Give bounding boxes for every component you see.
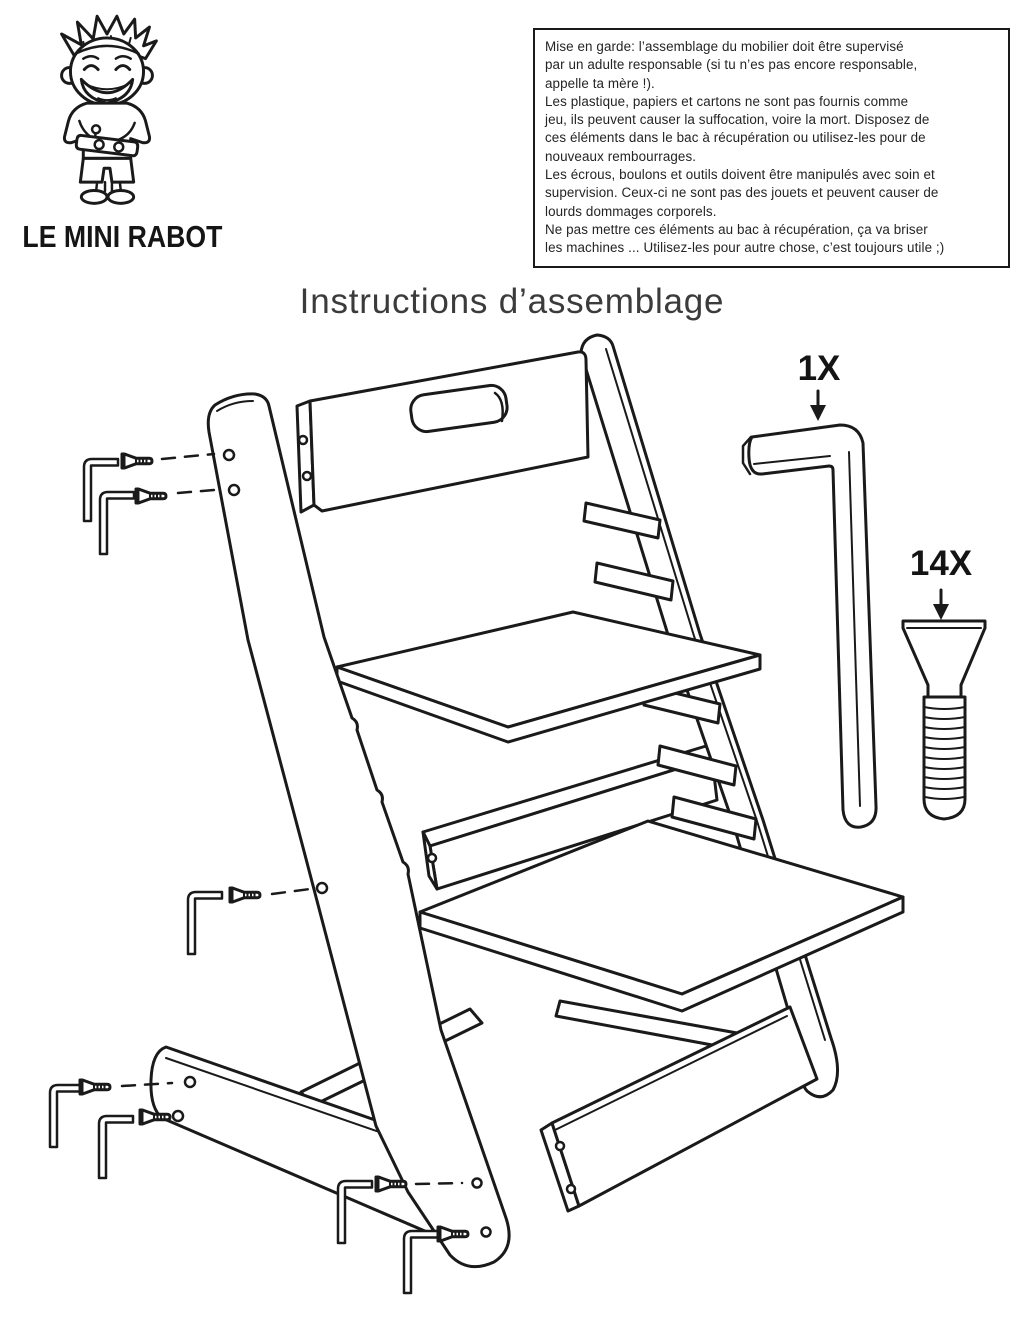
- screw-icon: [78, 1078, 112, 1096]
- allen-key-icon: [402, 1229, 440, 1295]
- backrest-handle-cutout: [409, 383, 509, 434]
- warning-line: nouveaux rembourrages.: [545, 148, 697, 164]
- warning-line: Les plastique, papiers et cartons ne son…: [545, 93, 909, 109]
- screw-large-icon: [901, 619, 987, 821]
- footrest-panel: [418, 819, 905, 1013]
- warning-line: jeu, ils peuvent causer la suffocation, …: [545, 112, 930, 128]
- warning-line: Les écrous, boulons et outils doivent êt…: [545, 167, 935, 183]
- front-cross-rail: [421, 744, 719, 891]
- screw-icon: [120, 452, 154, 470]
- boy-eyes: [82, 64, 132, 72]
- allen-key-icon: [98, 490, 136, 556]
- screw-count-label: 14X: [909, 544, 973, 583]
- screw-icon: [134, 487, 168, 505]
- warning-line: Ne pas mettre ces éléments au bac à récu…: [545, 221, 928, 237]
- down-arrow-icon: [810, 389, 826, 421]
- page-title: Instructions d’assemblage: [299, 282, 725, 321]
- warning-line: lourds dommages corporels.: [545, 203, 717, 219]
- leader-dashes: [120, 452, 464, 1186]
- rear-brace: [539, 1005, 819, 1213]
- boy-mouth: [79, 77, 135, 105]
- warning-line: ces éléments dans le bac à récupération …: [545, 130, 926, 146]
- mini-rabot-boy-illustration: [60, 14, 158, 205]
- allen-key-icon: [186, 890, 224, 956]
- warning-line: appelle ta mère !).: [545, 75, 655, 91]
- allen-key-large-icon: [741, 423, 878, 829]
- warning-line: par un adulte responsable (si tu n’es pa…: [545, 57, 918, 73]
- boy-shorts: [78, 156, 136, 184]
- down-arrow-icon: [933, 588, 949, 620]
- hand-plane-icon: [74, 124, 140, 158]
- seat-panel: [335, 610, 762, 744]
- warning-line: les machines ... Utilisez-les pour autre…: [545, 240, 945, 256]
- screw-icon: [228, 886, 262, 904]
- brand-wordmark: LE MINI RABOT: [22, 219, 223, 254]
- left-side-rail: [206, 392, 511, 1269]
- warning-lines: Mise en garde: l’assemblage du mobilier …: [545, 38, 998, 258]
- boy-hairline: [74, 44, 140, 55]
- allen-key-icon: [97, 1114, 135, 1180]
- backrest: [295, 350, 590, 514]
- allen-key-count-label: 1X: [797, 349, 841, 388]
- boy-eyebrows: [82, 54, 132, 60]
- boy-legs-shoes: [79, 180, 136, 205]
- warning-line: Mise en garde: l’assemblage du mobilier …: [545, 39, 904, 54]
- warning-box: Mise en garde: l’assemblage du mobilier …: [533, 28, 1010, 268]
- warning-line: supervision. Ceux-ci ne sont pas des jou…: [545, 185, 939, 201]
